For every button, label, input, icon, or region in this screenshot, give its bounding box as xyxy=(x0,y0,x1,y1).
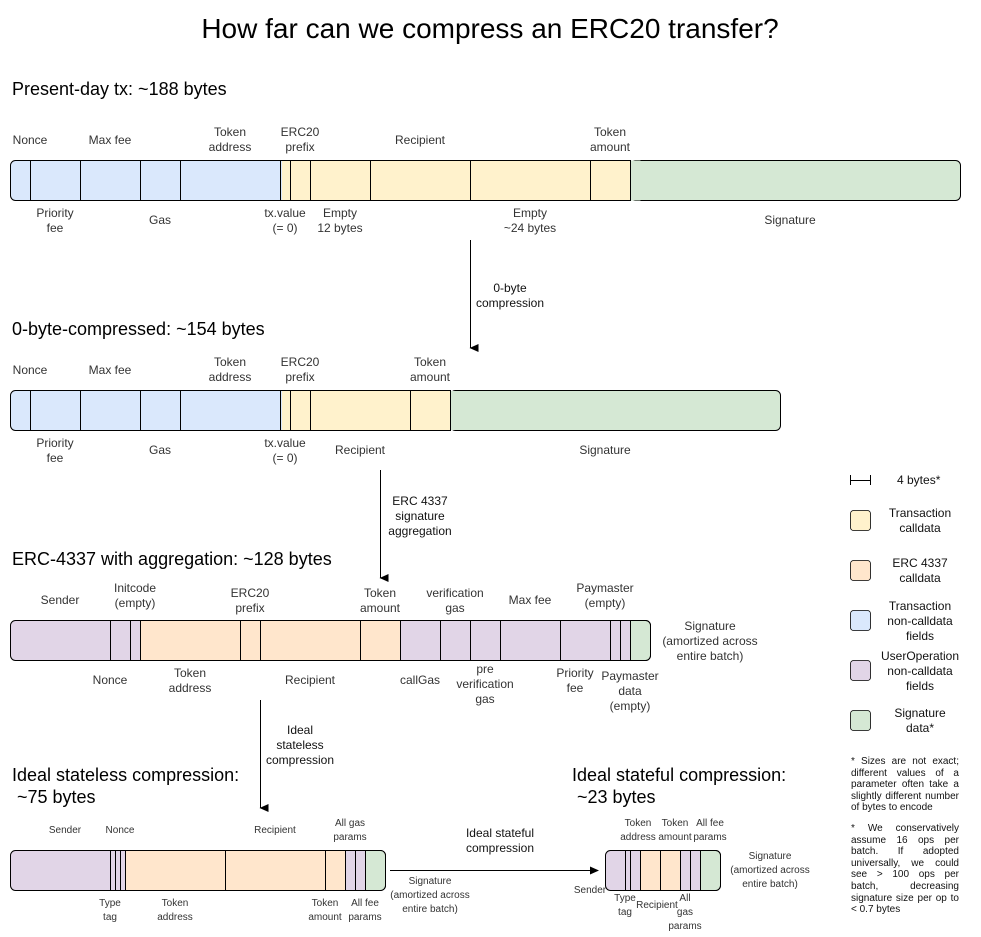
arrows xyxy=(259,240,599,875)
row5-label-feeparams: All fee params xyxy=(693,818,727,843)
row5-label-gasparams: All gas params xyxy=(668,893,702,932)
row4-label-tokenaddr: Token address xyxy=(157,898,193,923)
row3-label-priority: Priority fee xyxy=(556,666,594,695)
legend-item-tx-calldata: Transaction calldata xyxy=(888,506,952,535)
row3-label-tokenaddr: Token address xyxy=(168,666,212,695)
legend-item-userop-noncalldata: UserOperation non-calldata fields xyxy=(880,649,960,693)
row3-label-prefix: ERC20 prefix xyxy=(230,586,270,615)
row2-label-txvalue: tx.value (= 0) xyxy=(264,436,306,465)
row1-heading: Present-day tx: ~188 bytes xyxy=(12,79,227,99)
arrow2-label: ERC 4337 signature aggregation xyxy=(388,494,452,538)
row3-label-recipient: Recipient xyxy=(284,673,336,687)
arrow3-label: Ideal stateless compression xyxy=(265,723,335,767)
row2-heading: 0-byte-compressed: ~154 bytes xyxy=(12,319,265,339)
row2-label-maxfee: Max fee xyxy=(88,363,132,377)
legend-swatches xyxy=(850,475,871,731)
row3-side-signature: Signature (amortized across entire batch… xyxy=(662,619,758,663)
row2-label-nonce: Nonce xyxy=(12,363,48,377)
row5-label-sender: Sender xyxy=(573,885,607,896)
row4-label-gasparams: All gas params xyxy=(333,818,367,843)
row1-label-maxfee: Max fee xyxy=(88,133,132,147)
row2-label-gas: Gas xyxy=(148,443,172,457)
row3-label-vgas: verification gas xyxy=(426,586,484,615)
row3-label-maxfee: Max fee xyxy=(508,593,552,607)
legend-item-erc4337-calldata: ERC 4337 calldata xyxy=(892,556,948,585)
legend-note-batch: * We conservatively assume 16 ops per ba… xyxy=(851,823,959,916)
legend-item-signature: Signature data* xyxy=(894,706,946,735)
row1-label-gas: Gas xyxy=(148,213,172,227)
row4-label-sender: Sender xyxy=(48,825,82,836)
row1-label-amount: Token amount xyxy=(589,125,631,154)
row3-label-nonce: Nonce xyxy=(92,673,128,687)
arrow1-label: 0-byte compression xyxy=(475,281,545,310)
row4-bar xyxy=(10,850,386,891)
row1-label-priority: Priority fee xyxy=(36,206,74,235)
row2-label-signature: Signature xyxy=(579,443,631,457)
row5-label-tokenaddr: Token address xyxy=(620,818,656,843)
row2-bar xyxy=(10,390,781,431)
row4-label-typetag: Type tag xyxy=(99,898,121,923)
row4-label-feeparams: All fee params xyxy=(348,898,382,923)
legend-item-tx-noncalldata: Transaction non-calldata fields xyxy=(887,599,953,643)
row3-label-paymaster: Paymaster (empty) xyxy=(576,581,634,610)
row3-label-callgas: callGas xyxy=(399,673,441,687)
row3-label-prevgas: pre verification gas xyxy=(456,662,514,706)
row1-label-empty24: Empty ~24 bytes xyxy=(503,206,557,235)
diagram-title: How far can we compress an ERC20 transfe… xyxy=(201,13,779,44)
row4-heading: Ideal stateless compression: ~75 bytes xyxy=(12,765,240,807)
row3-label-sender: Sender xyxy=(40,593,80,607)
row1-bar xyxy=(10,160,961,201)
legend-note-sizes: * Sizes are not exact; different values … xyxy=(851,756,959,814)
row2-label-tokenaddr: Token address xyxy=(208,355,252,384)
row4-side-signature: Signature (amortized across entire batch… xyxy=(390,876,470,915)
row1-label-txvalue: tx.value (= 0) xyxy=(264,206,306,235)
row5-label-amount: Token amount xyxy=(658,818,692,843)
row1-label-signature: Signature xyxy=(764,213,816,227)
row3-bar xyxy=(10,620,651,661)
row2-label-amount: Token amount xyxy=(409,355,451,384)
row5-label-recipient: Recipient xyxy=(636,900,678,911)
row1-label-nonce: Nonce xyxy=(12,133,48,147)
row4-label-amount: Token amount xyxy=(308,898,342,923)
row1-label-empty12: Empty 12 bytes xyxy=(317,206,363,235)
row1-label-tokenaddr: Token address xyxy=(208,125,252,154)
row1-label-prefix: ERC20 prefix xyxy=(280,125,320,154)
row5-heading: Ideal stateful compression: ~23 bytes xyxy=(572,765,787,807)
row4-label-nonce: Nonce xyxy=(105,825,135,836)
row3-label-amount: Token amount xyxy=(359,586,401,615)
row5-bar xyxy=(605,850,721,891)
row3-label-initcode: Initcode (empty) xyxy=(113,581,157,610)
row2-label-prefix: ERC20 prefix xyxy=(280,355,320,384)
row3-heading: ERC-4337 with aggregation: ~128 bytes xyxy=(12,549,332,569)
row5-label-typetag: Type tag xyxy=(614,893,636,918)
row2-label-recipient: Recipient xyxy=(334,443,386,457)
row5-side-signature: Signature (amortized across entire batch… xyxy=(730,851,810,890)
arrow4-label: Ideal stateful compression xyxy=(465,826,535,855)
legend-scale-label: 4 bytes* xyxy=(897,473,941,487)
row3-label-pmdata: Paymaster data (empty) xyxy=(601,669,659,713)
row2-label-priority: Priority fee xyxy=(36,436,74,465)
row4-label-recipient: Recipient xyxy=(254,825,296,836)
row1-label-recipient: Recipient xyxy=(394,133,446,147)
